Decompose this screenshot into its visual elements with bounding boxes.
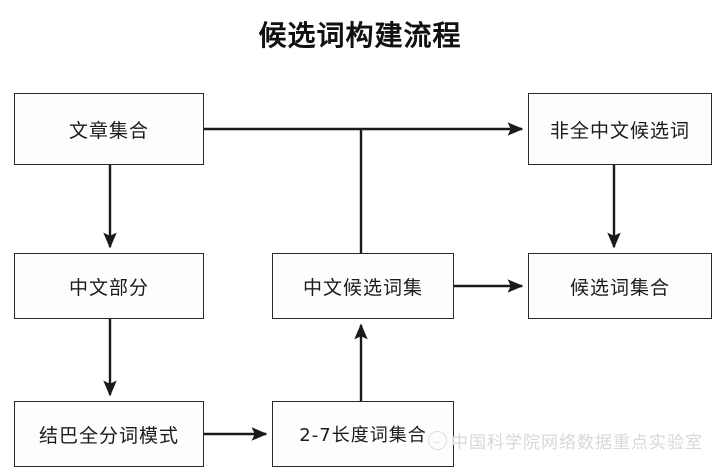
- watermark-text: 中国科学院网络数据重点实验室: [451, 433, 703, 453]
- node-length-2-7-word-set-label: 2-7长度词集合: [299, 425, 427, 446]
- node-candidate-set[interactable]: 候选词集合: [528, 253, 712, 319]
- watermark: 中国科学院网络数据重点实验室: [428, 428, 703, 453]
- node-articles[interactable]: 文章集合: [14, 93, 204, 165]
- node-chinese-candidate-set-label: 中文候选词集: [302, 276, 423, 299]
- node-candidate-set-label: 候选词集合: [569, 276, 670, 299]
- node-non-chinese-candidates-label: 非全中文候选词: [549, 119, 690, 142]
- node-chinese-part[interactable]: 中文部分: [14, 253, 204, 319]
- node-length-2-7-word-set[interactable]: 2-7长度词集合: [272, 401, 454, 467]
- node-articles-label: 文章集合: [68, 119, 149, 142]
- node-jieba-full-segmentation-label: 结巴全分词模式: [38, 424, 179, 447]
- circle-logo-icon: [428, 431, 447, 450]
- node-chinese-candidate-set[interactable]: 中文候选词集: [272, 253, 454, 319]
- node-chinese-part-label: 中文部分: [68, 276, 149, 299]
- node-non-chinese-candidates[interactable]: 非全中文候选词: [528, 93, 712, 165]
- diagram-title: 候选词构建流程: [258, 19, 462, 52]
- node-jieba-full-segmentation[interactable]: 结巴全分词模式: [14, 401, 204, 467]
